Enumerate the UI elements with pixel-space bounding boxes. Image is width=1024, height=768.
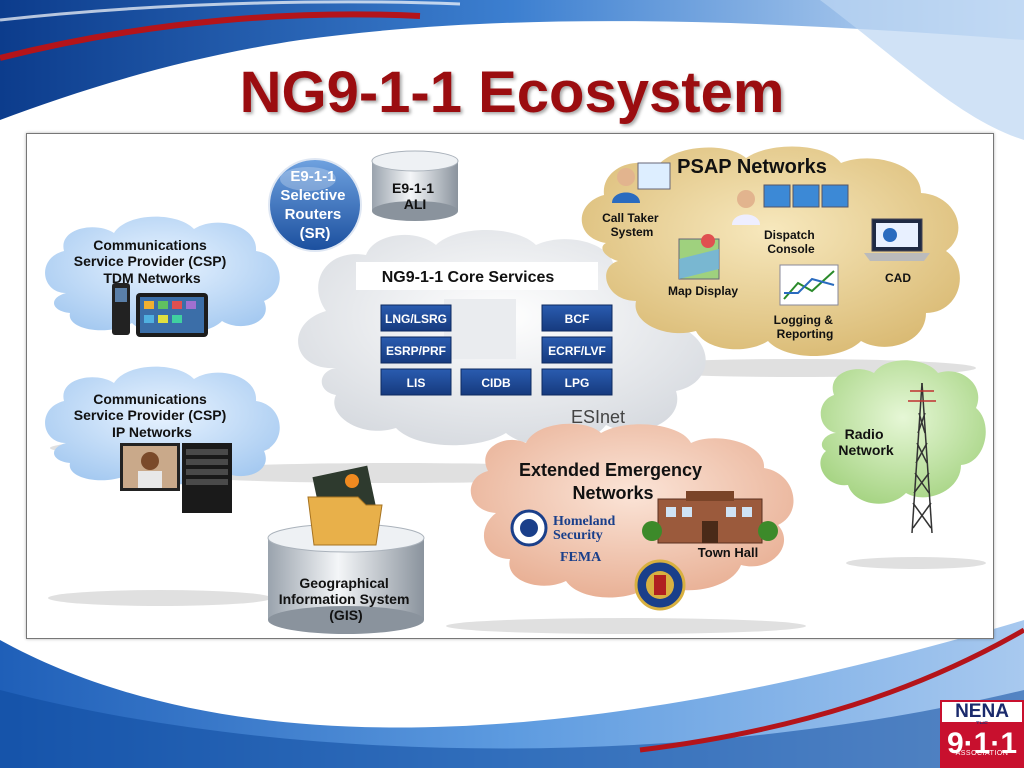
video-call-icon bbox=[120, 443, 232, 513]
dispatch-console-label: Dispatch Console bbox=[764, 228, 818, 256]
nena-logo-association: ASSOCIATION bbox=[955, 750, 1009, 757]
core-center-panel bbox=[444, 299, 516, 359]
nena-logo: NENA THE 9·1·1 ASSOCIATION bbox=[940, 700, 1024, 768]
svg-text:BCF: BCF bbox=[565, 312, 590, 326]
psap-title: PSAP Networks bbox=[677, 156, 827, 178]
service-lis: LIS bbox=[380, 368, 452, 396]
service-cidb: CIDB bbox=[460, 368, 532, 396]
service-esrp-prf: ESRP/PRF bbox=[380, 336, 452, 364]
gis-label: Geographical Information System (GIS) bbox=[279, 575, 414, 623]
call-taker-label: Call Taker System bbox=[602, 211, 662, 239]
town-hall-icon bbox=[642, 491, 778, 544]
tdm-devices-icon bbox=[112, 283, 208, 337]
extended-cloud bbox=[470, 423, 794, 598]
svg-text:ECRF/LVF: ECRF/LVF bbox=[548, 344, 606, 358]
folder-map-icon bbox=[307, 465, 383, 546]
logging-chart-icon bbox=[779, 264, 839, 306]
selective-routers-node bbox=[268, 158, 362, 252]
town-hall-label: Town Hall bbox=[698, 545, 758, 560]
cad-laptop-icon bbox=[864, 218, 930, 261]
core-title-box bbox=[356, 262, 598, 290]
ali-database-icon bbox=[371, 150, 459, 221]
service-ecrf-lvf: ECRF/LVF bbox=[541, 336, 613, 364]
radio-cloud bbox=[820, 360, 986, 504]
nena-logo-number: 9·1·1 bbox=[940, 724, 1024, 768]
svg-text:LIS: LIS bbox=[407, 376, 426, 390]
fema-label: FEMA bbox=[560, 550, 602, 565]
svg-text:CIDB: CIDB bbox=[481, 376, 511, 390]
nena-logo-name: NENA bbox=[940, 700, 1024, 724]
dhs-seal-icon bbox=[510, 509, 548, 547]
map-display-label: Map Display bbox=[668, 284, 738, 298]
radio-tower-icon bbox=[908, 382, 936, 534]
service-lng-lsrg: LNG/LSRG bbox=[380, 304, 452, 332]
logging-label: Logging & Reporting bbox=[774, 313, 837, 341]
homeland-security-label: Homeland Security bbox=[553, 514, 619, 543]
extended-title: Extended Emergency Networks bbox=[519, 460, 707, 503]
service-bcf: BCF bbox=[541, 304, 613, 332]
svg-text:LPG: LPG bbox=[565, 376, 590, 390]
ecosystem-diagram: Communications Service Provider (CSP) TD… bbox=[45, 146, 986, 634]
background-top-swoosh bbox=[0, 0, 1024, 140]
csp-tdm-cloud bbox=[45, 216, 280, 335]
svg-text:ESRP/PRF: ESRP/PRF bbox=[386, 344, 446, 358]
slide-title: NG9-1-1 Ecosystem bbox=[239, 60, 785, 125]
service-lpg: LPG bbox=[541, 368, 613, 396]
svg-text:LNG/LSRG: LNG/LSRG bbox=[385, 312, 447, 326]
csp-ip-label: Communications Service Provider (CSP) IP… bbox=[74, 391, 230, 440]
radio-network-label: Radio Network bbox=[838, 426, 893, 458]
selective-routers-label: E9-1-1 Selective Routers (SR) bbox=[280, 168, 349, 242]
core-services-title: NG9-1-1 Core Services bbox=[382, 269, 555, 286]
map-display-icon bbox=[678, 234, 720, 280]
dispatch-console-icon bbox=[732, 184, 849, 225]
call-taker-icon bbox=[612, 162, 671, 203]
background-bottom-swoosh bbox=[0, 620, 1024, 768]
cad-label: CAD bbox=[885, 271, 911, 285]
csp-tdm-label: Communications Service Provider (CSP) TD… bbox=[74, 237, 230, 286]
esinet-label: ESInet bbox=[571, 407, 625, 427]
psap-cloud bbox=[581, 146, 960, 356]
fbi-seal-icon bbox=[634, 559, 686, 611]
ali-label: E9-1-1 ALI bbox=[392, 180, 438, 212]
